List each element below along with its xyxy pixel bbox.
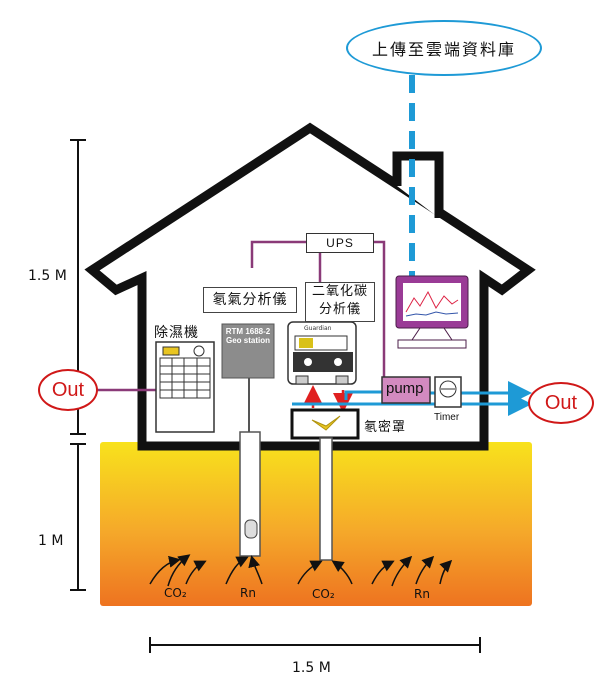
co2-analyzer-label-line1: 二氧化碳 bbox=[311, 284, 368, 299]
height-above-label: 1.5 M bbox=[28, 268, 67, 284]
monitor bbox=[395, 275, 469, 349]
soil-block bbox=[100, 442, 532, 606]
width-label: 1.5 M bbox=[292, 660, 331, 676]
pump-label: pump bbox=[386, 380, 424, 397]
out-right-oval: Out bbox=[528, 382, 594, 424]
co2-analyzer-label-line2: 分析儀 bbox=[318, 302, 361, 317]
soil-gas-label-co2-left: CO₂ bbox=[164, 586, 187, 600]
rtm-device bbox=[221, 323, 275, 379]
soil-gas-label-co2-right: CO₂ bbox=[312, 587, 335, 601]
radon-borehole bbox=[239, 431, 261, 557]
dehumidifier-label: 除濕機 bbox=[154, 325, 199, 341]
co2-analyzer-tag: 二氧化碳 分析儀 bbox=[305, 282, 375, 322]
out-right-label: Out bbox=[544, 391, 578, 414]
rtm-label: RTM 1688-2 Geo station bbox=[222, 327, 274, 345]
chimney bbox=[392, 151, 444, 218]
out-left-label: Out bbox=[51, 378, 85, 401]
height-below-label: 1 M bbox=[38, 533, 64, 549]
guardian-label: Guardian bbox=[304, 325, 332, 332]
ups-label: UPS bbox=[326, 236, 354, 250]
cloud-upload-label: 上傳至雲端資料庫 bbox=[371, 40, 516, 59]
soil-gas-arrows bbox=[149, 554, 453, 587]
radon-analyzer-tag: 氡氣分析儀 bbox=[203, 287, 297, 313]
rtm-label-line1: RTM 1688-2 bbox=[225, 327, 271, 336]
gas-hood bbox=[290, 408, 360, 561]
rtm-label-line2: Geo station bbox=[225, 336, 270, 345]
soil-gas-label-rn-right: Rn bbox=[414, 587, 430, 601]
radon-analyzer-label: 氡氣分析儀 bbox=[212, 292, 288, 308]
dehumidifier bbox=[155, 341, 215, 433]
soil-gas-label-rn-left: Rn bbox=[240, 586, 256, 600]
hood-label: 氡密罩 bbox=[364, 420, 407, 435]
timer-device bbox=[434, 376, 462, 408]
timer-label: Timer bbox=[434, 412, 460, 423]
co2-analyzer bbox=[287, 321, 357, 385]
out-left-oval: Out bbox=[38, 369, 98, 411]
cloud-upload-oval: 上傳至雲端資料庫 bbox=[346, 20, 542, 76]
ups-box: UPS bbox=[306, 233, 374, 253]
pump-box bbox=[381, 376, 431, 404]
